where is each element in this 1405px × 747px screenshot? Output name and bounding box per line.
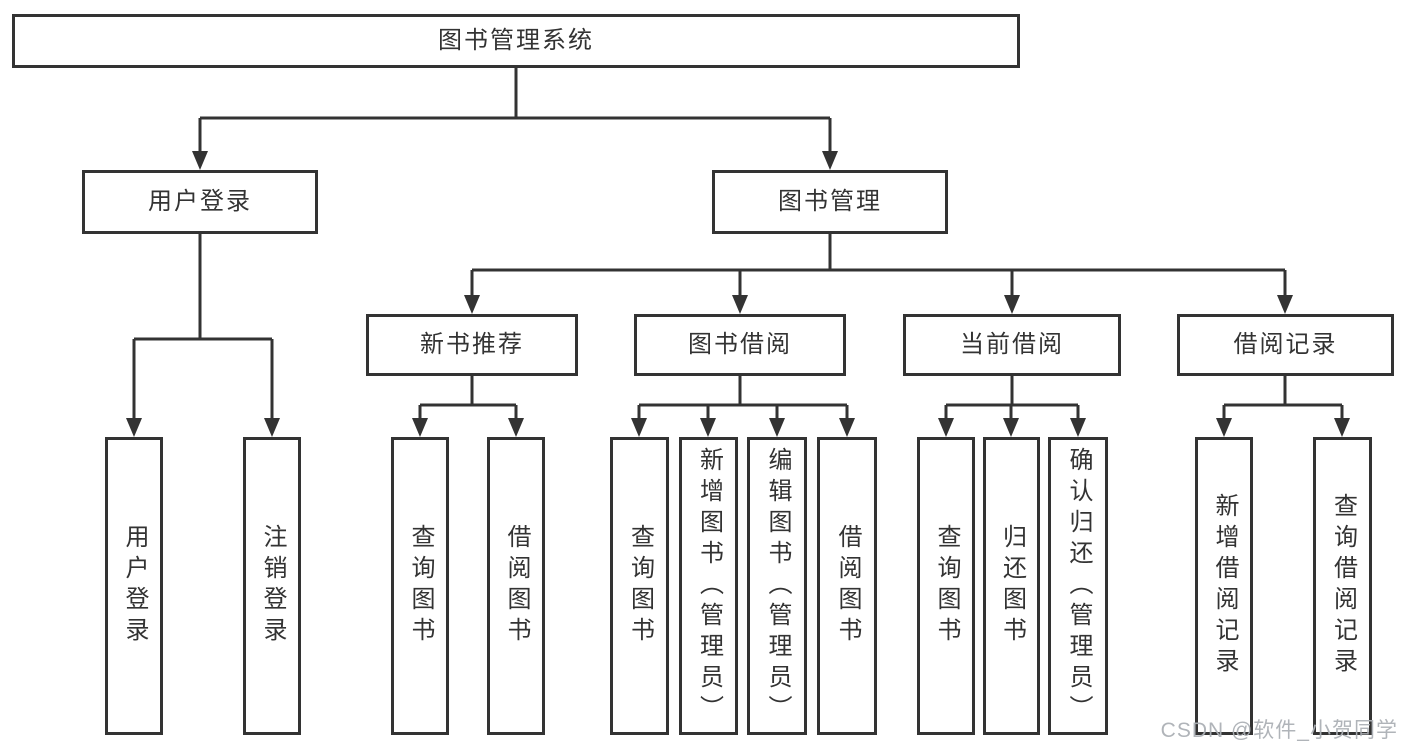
arrowheads-level2 [192, 151, 838, 170]
leaf-borrow-books-recommend: 借阅图书 [487, 437, 545, 735]
leaf-logout-label: 注销登录 [259, 524, 286, 648]
node-borrowing-records-label: 借阅记录 [1233, 331, 1338, 358]
connector-borrow-records-children [1222, 376, 1344, 420]
leaf-return-books: 归还图书 [983, 437, 1040, 735]
node-user-login-label: 用户登录 [148, 188, 252, 215]
leaf-add-borrow-record-label: 新增借阅记录 [1211, 493, 1238, 679]
connector-current-borrow-children [944, 376, 1080, 420]
leaf-confirm-return-admin: 确认归还（管理员） [1048, 437, 1108, 735]
leaf-borrow-books: 借阅图书 [817, 437, 877, 735]
node-library-management-system: 图书管理系统 [12, 14, 1020, 68]
arrowheads-new-book-children [412, 418, 524, 437]
leaf-query-books-recommend-label: 查询图书 [407, 524, 434, 648]
node-library-management-system-label: 图书管理系统 [438, 27, 594, 54]
leaf-user-login-label: 用户登录 [121, 524, 148, 648]
leaf-edit-books-admin: 编辑图书（管理员） [747, 437, 807, 735]
leaf-add-borrow-record: 新增借阅记录 [1195, 437, 1253, 735]
arrowheads-book-borrow-children [631, 418, 855, 437]
node-book-borrowing: 图书借阅 [634, 314, 846, 376]
leaf-add-books-admin-label: 新增图书（管理员） [695, 446, 723, 726]
node-current-borrowing-label: 当前借阅 [960, 331, 1064, 358]
leaf-user-login: 用户登录 [105, 437, 163, 735]
leaf-query-books-borrowing-label: 查询图书 [626, 524, 654, 648]
leaf-query-books-borrowing: 查询图书 [610, 437, 669, 735]
leaf-query-borrow-record: 查询借阅记录 [1313, 437, 1372, 735]
connector-book-management-children [470, 234, 1287, 297]
arrowheads-borrow-records-children [1216, 418, 1350, 437]
leaf-borrow-books-label: 借阅图书 [834, 524, 861, 648]
arrowheads-level3 [464, 295, 1293, 314]
leaf-query-books-current-label: 查询图书 [933, 524, 960, 648]
leaf-query-books-current: 查询图书 [917, 437, 975, 735]
connector-new-book-children [418, 376, 518, 420]
leaf-query-books-recommend: 查询图书 [391, 437, 449, 735]
leaf-return-books-label: 归还图书 [998, 524, 1026, 648]
node-book-management-label: 图书管理 [778, 188, 882, 215]
node-new-book-recommendation: 新书推荐 [366, 314, 578, 376]
node-user-login: 用户登录 [82, 170, 318, 234]
leaf-add-books-admin: 新增图书（管理员） [679, 437, 738, 735]
leaf-query-borrow-record-label: 查询借阅记录 [1329, 493, 1357, 679]
connector-root-to-level2 [198, 68, 832, 153]
leaf-borrow-books-recommend-label: 借阅图书 [503, 524, 530, 648]
node-current-borrowing: 当前借阅 [903, 314, 1121, 376]
node-borrowing-records: 借阅记录 [1177, 314, 1394, 376]
node-new-book-recommendation-label: 新书推荐 [420, 331, 524, 358]
connector-user-login-children [132, 234, 274, 420]
arrowheads-current-borrow-children [938, 418, 1086, 437]
connector-book-borrow-children [637, 376, 849, 420]
leaf-confirm-return-admin-label: 确认归还（管理员） [1065, 446, 1092, 726]
leaf-edit-books-admin-label: 编辑图书（管理员） [764, 446, 791, 726]
leaf-logout: 注销登录 [243, 437, 301, 735]
node-book-borrowing-label: 图书借阅 [688, 331, 792, 358]
csdn-watermark: CSDN @软件_小贺同学 [1160, 719, 1398, 742]
arrowheads-user-login-children [126, 418, 280, 437]
node-book-management: 图书管理 [712, 170, 948, 234]
